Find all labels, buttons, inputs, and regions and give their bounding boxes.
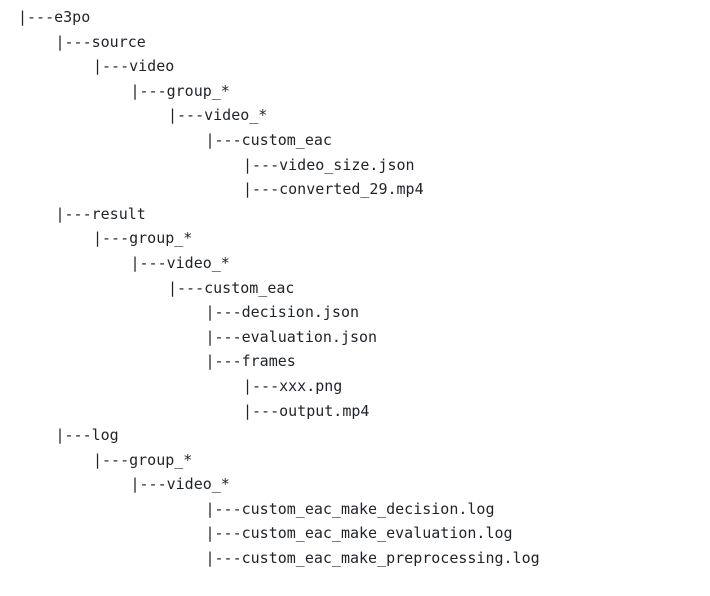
tree-line: |---decision.json bbox=[0, 300, 710, 325]
tree-line-text: |---result bbox=[55, 204, 146, 223]
tree-line-text: |---evaluation.json bbox=[205, 327, 378, 346]
tree-line: |---video bbox=[0, 54, 710, 79]
tree-line-text: |---custom_eac bbox=[168, 278, 295, 297]
tree-line-text: |---group_* bbox=[130, 81, 230, 100]
tree-line-text: |---frames bbox=[205, 352, 296, 371]
tree-line-text: |---custom_eac_make_evaluation.log bbox=[205, 524, 513, 543]
tree-line-text: |---custom_eac_make_preprocessing.log bbox=[205, 549, 540, 568]
tree-line: |---group_* bbox=[0, 79, 710, 104]
tree-line-text: |---custom_eac_make_decision.log bbox=[205, 499, 495, 518]
tree-line-text: |---video bbox=[93, 57, 175, 76]
tree-line-text: |---e3po bbox=[18, 8, 91, 26]
tree-line: |---video_* bbox=[0, 472, 710, 497]
tree-line-text: |---group_* bbox=[93, 229, 193, 248]
tree-line-text: |---log bbox=[55, 426, 119, 445]
tree-line-text: |---custom_eac bbox=[205, 130, 332, 149]
tree-line: |---video_* bbox=[0, 103, 710, 128]
tree-line-text: |---video_* bbox=[168, 106, 268, 125]
tree-line: |---video_size.json bbox=[0, 153, 710, 178]
tree-line: |---custom_eac_make_evaluation.log bbox=[0, 521, 710, 546]
tree-line: |---frames bbox=[0, 349, 710, 374]
tree-line: |---group_* bbox=[0, 448, 710, 473]
tree-line: |---custom_eac bbox=[0, 128, 710, 153]
tree-line: |---source bbox=[0, 30, 710, 55]
tree-line-text: |---group_* bbox=[93, 450, 193, 469]
tree-line: |---custom_eac_make_decision.log bbox=[0, 497, 710, 522]
tree-line: |---log bbox=[0, 423, 710, 448]
tree-line-text: |---video_* bbox=[130, 253, 230, 272]
tree-line-text: |---source bbox=[55, 32, 146, 51]
tree-line: |---result bbox=[0, 202, 710, 227]
tree-line: |---output.mp4 bbox=[0, 399, 710, 424]
tree-line: |---custom_eac_make_preprocessing.log bbox=[0, 546, 710, 571]
tree-line: |---custom_eac bbox=[0, 276, 710, 301]
tree-line: |---group_* bbox=[0, 226, 710, 251]
tree-line: |---converted_29.mp4 bbox=[0, 177, 710, 202]
tree-line-text: |---converted_29.mp4 bbox=[243, 180, 424, 199]
tree-line-text: |---decision.json bbox=[205, 303, 360, 322]
tree-line: |---video_* bbox=[0, 251, 710, 276]
tree-line: |---xxx.png bbox=[0, 374, 710, 399]
directory-tree: |---e3po |---source |---video |---group_… bbox=[0, 3, 710, 571]
tree-line-text: |---output.mp4 bbox=[243, 401, 370, 420]
tree-line-text: |---video_* bbox=[130, 475, 230, 494]
tree-line-text: |---video_size.json bbox=[243, 155, 415, 174]
tree-line: |---e3po bbox=[0, 5, 710, 30]
tree-line-text: |---xxx.png bbox=[243, 376, 343, 395]
tree-line: |---evaluation.json bbox=[0, 325, 710, 350]
